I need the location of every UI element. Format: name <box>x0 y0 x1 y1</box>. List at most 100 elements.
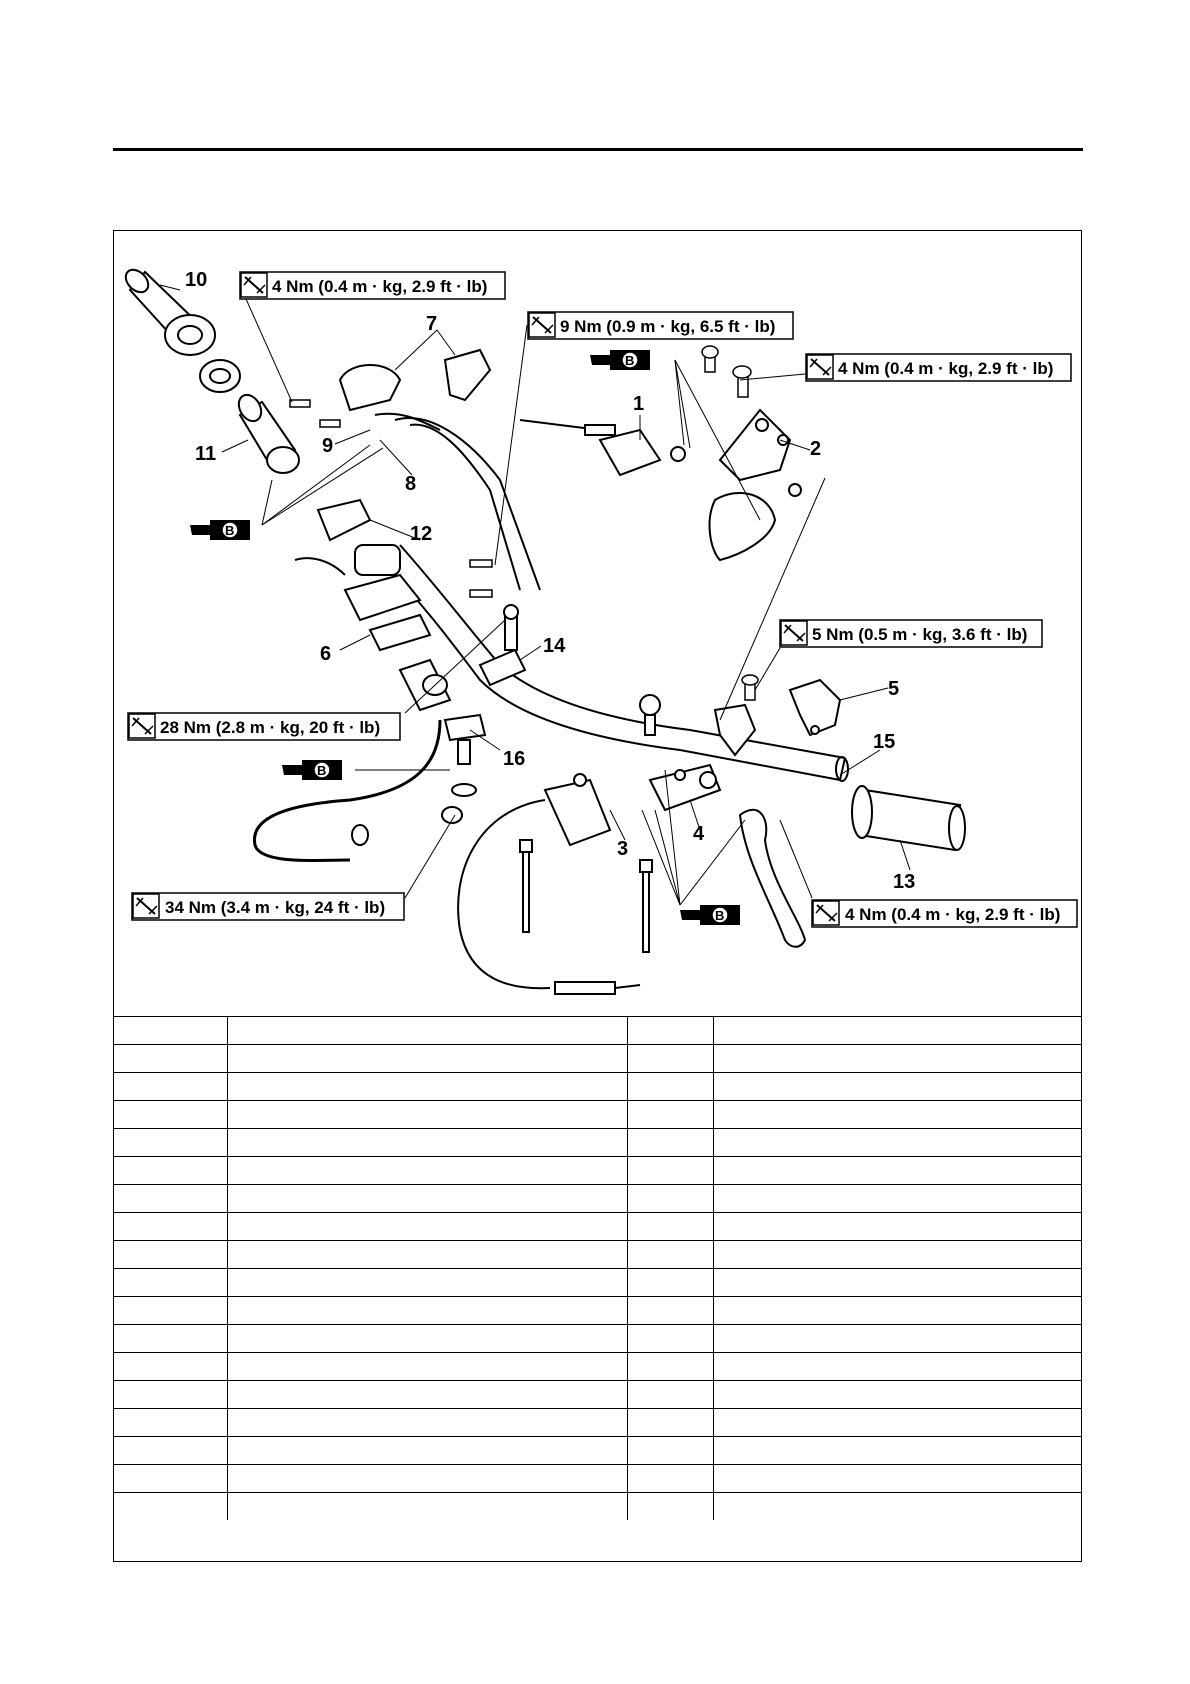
handlebar-exploded-diagram: B B B B 4 Nm (0.4 m · kg, 2.9 ft · lb) 9 <box>124 268 1078 995</box>
clutch-lever-holder-4 <box>648 763 722 812</box>
torque-spec-1: 4 Nm (0.4 m · kg, 2.9 ft · lb) <box>239 271 506 300</box>
table-cell <box>626 1184 714 1213</box>
bolt-16 <box>441 713 487 824</box>
table-cell <box>712 1324 1082 1353</box>
callout-2: 2 <box>810 438 821 460</box>
table-cell <box>712 1156 1082 1185</box>
table-cell <box>712 1240 1082 1269</box>
diagram-frame <box>113 230 1082 1562</box>
table-cell <box>712 1184 1082 1213</box>
table-cell <box>626 1492 714 1520</box>
table-cell <box>712 1268 1082 1297</box>
grease-symbol-left: B <box>190 444 384 540</box>
handlebar <box>379 544 849 782</box>
table-row <box>113 1464 1082 1493</box>
bolt-5 <box>741 674 759 701</box>
callout-14: 14 <box>543 635 566 657</box>
table-cell <box>113 1128 228 1157</box>
table-cell <box>113 1156 228 1185</box>
table-cell <box>226 1240 628 1269</box>
table-cell <box>113 1492 228 1520</box>
table-cell <box>712 1464 1082 1493</box>
grip-10 <box>124 268 216 356</box>
callout-12: 12 <box>410 523 432 545</box>
hot-starter-holder-2 <box>708 408 802 562</box>
table-row <box>113 1492 1082 1520</box>
table-cell <box>712 1380 1082 1409</box>
table-cell <box>113 1464 228 1493</box>
svg-text:28 Nm (2.8 m · kg, 20 ft · lb): 28 Nm (2.8 m · kg, 20 ft · lb) <box>160 718 380 737</box>
table-cell <box>226 1324 628 1353</box>
clutch-lever <box>738 808 807 948</box>
callout-15: 15 <box>873 731 895 753</box>
table-cell <box>226 1128 628 1157</box>
table-cell <box>226 1156 628 1185</box>
table-row <box>113 1380 1082 1409</box>
table-cell <box>626 1464 714 1493</box>
table-cell <box>712 1492 1082 1520</box>
brake-hose <box>252 719 442 863</box>
table-cell <box>113 1436 228 1465</box>
table-cell <box>113 1240 228 1269</box>
table-cell <box>113 1044 228 1073</box>
clutch-switch <box>639 694 661 736</box>
table-cell <box>226 1408 628 1437</box>
table-cell <box>113 1212 228 1241</box>
callout-10: 10 <box>185 269 207 291</box>
callout-11: 11 <box>195 443 216 465</box>
table-cell <box>113 1380 228 1409</box>
table-cell <box>712 1296 1082 1325</box>
svg-text:4 Nm (0.4 m · kg, 2.9 ft · lb): 4 Nm (0.4 m · kg, 2.9 ft · lb) <box>272 277 487 296</box>
throttle-grip-11 <box>237 393 300 474</box>
table-cell <box>226 1184 628 1213</box>
torque-spec-6: 34 Nm (3.4 m · kg, 24 ft · lb) <box>131 892 405 921</box>
table-row <box>113 1156 1082 1185</box>
svg-text:B: B <box>715 908 724 923</box>
holder-14 <box>478 604 527 687</box>
table-cell <box>626 1044 714 1073</box>
table-row <box>113 1044 1082 1073</box>
table-cell <box>626 1072 714 1101</box>
table-cell <box>712 1436 1082 1465</box>
table-cell <box>626 1408 714 1437</box>
table-row <box>113 1072 1082 1101</box>
washer <box>199 359 241 393</box>
table-cell <box>113 1268 228 1297</box>
table-cell <box>113 1296 228 1325</box>
svg-text:34 Nm (3.4 m · kg, 24 ft · lb): 34 Nm (3.4 m · kg, 24 ft · lb) <box>165 898 385 917</box>
table-cell <box>626 1296 714 1325</box>
throttle-cables-8 <box>374 412 541 591</box>
callout-6: 6 <box>320 643 331 665</box>
screws <box>289 399 493 598</box>
callout-5: 5 <box>888 678 899 700</box>
table-row <box>113 1268 1082 1297</box>
table-cell <box>626 1352 714 1381</box>
torque-spec-5: 28 Nm (2.8 m · kg, 20 ft · lb) <box>127 712 401 741</box>
table-cell <box>712 1212 1082 1241</box>
table-cell <box>226 1072 628 1101</box>
table-row <box>113 1212 1082 1241</box>
callout-7: 7 <box>426 313 437 335</box>
callout-8: 8 <box>405 473 416 495</box>
table-cell <box>626 1268 714 1297</box>
torque-spec-4: 5 Nm (0.5 m · kg, 3.6 ft · lb) <box>779 619 1043 648</box>
svg-text:9 Nm (0.9 m · kg, 6.5 ft · lb): 9 Nm (0.9 m · kg, 6.5 ft · lb) <box>560 317 775 336</box>
parts-table <box>113 1016 1082 1520</box>
callout-9: 9 <box>322 435 333 457</box>
table-cell <box>113 1324 228 1353</box>
header-rule <box>113 148 1083 151</box>
torque-spec-3: 4 Nm (0.4 m · kg, 2.9 ft · lb) <box>805 353 1072 382</box>
table-cell <box>113 1016 228 1045</box>
table-cell <box>712 1016 1082 1045</box>
svg-text:4 Nm (0.4 m · kg, 2.9 ft · lb): 4 Nm (0.4 m · kg, 2.9 ft · lb) <box>838 359 1053 378</box>
hot-starter-1 <box>598 428 686 477</box>
grease-symbol-top-right: B <box>590 350 761 521</box>
clutch-cable <box>457 799 641 995</box>
table-cell <box>712 1072 1082 1101</box>
svg-text:4 Nm (0.4 m · kg, 2.9 ft · lb): 4 Nm (0.4 m · kg, 2.9 ft · lb) <box>845 905 1060 924</box>
table-cell <box>113 1408 228 1437</box>
table-cell <box>626 1380 714 1409</box>
hot-starter-cable-1 <box>519 419 616 436</box>
table-cell <box>226 1268 628 1297</box>
master-cylinder-6 <box>294 498 452 712</box>
